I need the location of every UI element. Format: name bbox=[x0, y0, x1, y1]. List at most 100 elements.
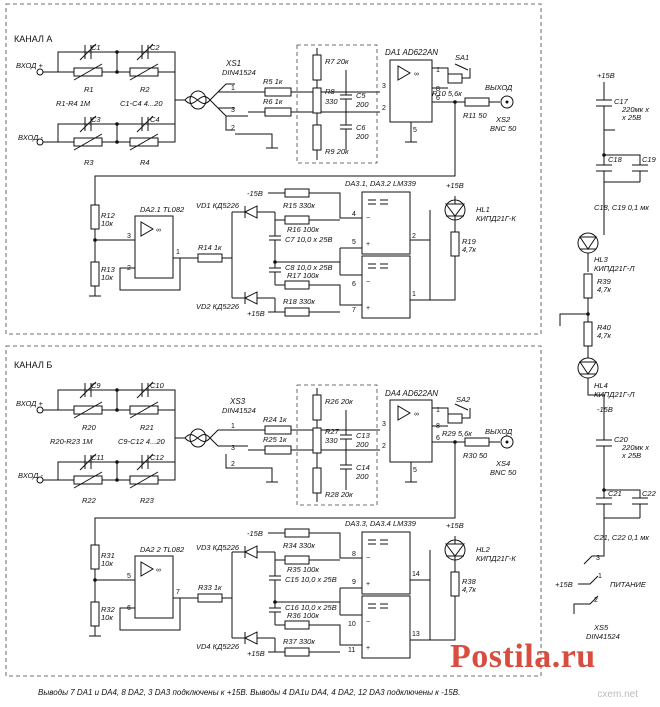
r-group-b-label: R20-R23 1M bbox=[50, 437, 93, 446]
plus15-a-label: +15В bbox=[247, 309, 265, 318]
svg-text:1: 1 bbox=[412, 291, 416, 298]
resistor-r33 bbox=[197, 593, 223, 603]
r31-value: 10к bbox=[101, 559, 113, 568]
resistor-r12 bbox=[90, 204, 100, 230]
capacitor-c4 bbox=[136, 115, 154, 133]
logo-sub-text: cxem.net bbox=[597, 689, 638, 700]
da3-2-comparator bbox=[361, 255, 411, 319]
da4-amplifier bbox=[389, 399, 433, 463]
resistor-r31 bbox=[90, 544, 100, 570]
resistor-r14 bbox=[197, 253, 223, 263]
c19-label: C19 bbox=[642, 155, 657, 164]
resistor-r5 bbox=[264, 87, 292, 97]
resistor-r35 bbox=[284, 555, 310, 565]
svg-text:2: 2 bbox=[412, 233, 416, 240]
svg-text:3: 3 bbox=[382, 421, 386, 428]
xs5-pin3: 3 bbox=[596, 555, 600, 562]
svg-text:4: 4 bbox=[352, 211, 356, 218]
xs5-label: XS5 bbox=[593, 623, 609, 632]
c9-label: C9 bbox=[91, 381, 101, 390]
svg-text:7: 7 bbox=[176, 589, 180, 596]
xs5-pin1: 1 bbox=[598, 573, 602, 580]
svg-text:−: − bbox=[366, 619, 370, 626]
r14-label: R14 1к bbox=[198, 243, 222, 252]
r4-label: R4 bbox=[140, 158, 150, 167]
power-plus15-top: +15В bbox=[597, 71, 615, 80]
resistor-r34 bbox=[284, 528, 310, 538]
svg-text:1: 1 bbox=[436, 407, 440, 414]
svg-text:3: 3 bbox=[127, 233, 131, 240]
c21-label: C21 bbox=[608, 489, 622, 498]
vd1-label: VD1 КД5226 bbox=[196, 201, 240, 210]
da3-1-comparator bbox=[361, 191, 411, 255]
resistor-r37 bbox=[284, 647, 310, 657]
channel-b-frame bbox=[5, 345, 542, 677]
r40-label: R40 bbox=[597, 323, 612, 332]
pinout-footnote: Выводы 7 DA1 и DA4, 8 DA2, 3 DA3 подключ… bbox=[38, 688, 461, 697]
c12-label: C12 bbox=[150, 453, 165, 462]
r39-value: 4,7к bbox=[597, 285, 611, 294]
resistor-r6 bbox=[264, 107, 292, 117]
svg-text:8: 8 bbox=[436, 86, 440, 93]
svg-text:1: 1 bbox=[231, 85, 235, 92]
r3-label: R3 bbox=[84, 158, 94, 167]
r38-value: 4,7к bbox=[462, 585, 476, 594]
divider-block-b bbox=[296, 384, 378, 506]
r20-label: R20 bbox=[82, 423, 97, 432]
c2-label: C2 bbox=[150, 43, 160, 52]
r27-label: R27 bbox=[325, 427, 340, 436]
da1-label: DA1 AD622AN bbox=[385, 48, 438, 57]
resistor-r18 bbox=[284, 307, 310, 317]
resistor-r16 bbox=[284, 215, 310, 225]
svg-text:10: 10 bbox=[348, 621, 356, 628]
c6-label: C6 bbox=[356, 123, 366, 132]
r18-label: R18 330к bbox=[283, 297, 315, 306]
r34-label: R34 330к bbox=[283, 541, 315, 550]
svg-text:−: − bbox=[366, 215, 370, 222]
resistor-r40 bbox=[583, 321, 593, 347]
r6-label: R6 1к bbox=[263, 97, 283, 106]
r8-value: 330 bbox=[325, 97, 338, 106]
svg-text:6: 6 bbox=[436, 95, 440, 102]
svg-text:7: 7 bbox=[352, 307, 356, 314]
c14-value: 200 bbox=[355, 472, 369, 481]
svg-text:8: 8 bbox=[352, 551, 356, 558]
sa1-label: SA1 bbox=[455, 53, 469, 62]
input-b-plus-label: ВХОД + bbox=[16, 399, 43, 408]
power-supply-label: ПИТАНИЕ bbox=[610, 580, 647, 589]
capacitor-c2 bbox=[136, 43, 154, 61]
resistor-r9 bbox=[312, 124, 322, 151]
svg-text:5: 5 bbox=[352, 239, 356, 246]
r38-label: R38 bbox=[462, 577, 477, 586]
capacitor-c1 bbox=[79, 43, 97, 61]
svg-text:14: 14 bbox=[412, 571, 420, 578]
r31-label: R31 bbox=[101, 551, 115, 560]
hl3-type: КИПД21Г-Л bbox=[594, 264, 635, 273]
channel-b: КАНАЛ Б ВХОД + C9 C10 R20 R21 R20-R23 1M… bbox=[5, 345, 542, 677]
r40-value: 4,7к bbox=[597, 331, 611, 340]
output-b-label: ВЫХОД bbox=[485, 427, 513, 436]
plus15-hl2-label: +15В bbox=[446, 521, 464, 530]
vd3-label: VD3 КД5226 bbox=[196, 543, 240, 552]
r24-label: R24 1к bbox=[263, 415, 287, 424]
svg-text:5: 5 bbox=[413, 127, 417, 134]
led-hl4 bbox=[577, 357, 599, 379]
channel-a-title: КАНАЛ А bbox=[14, 34, 52, 44]
svg-text:∞: ∞ bbox=[414, 71, 419, 78]
r32-label: R32 bbox=[101, 605, 116, 614]
xs5-type: DIN41524 bbox=[586, 632, 620, 641]
input-plus-label: ВХОД + bbox=[16, 61, 43, 70]
svg-text:5: 5 bbox=[127, 573, 131, 580]
divider-block bbox=[296, 44, 378, 164]
bnc-output-xs2 bbox=[500, 95, 514, 109]
hl2-label: HL2 bbox=[476, 545, 491, 554]
hl4-label: HL4 bbox=[594, 381, 608, 390]
svg-text:1: 1 bbox=[436, 67, 440, 74]
svg-text:2: 2 bbox=[382, 443, 386, 450]
resistor-r15 bbox=[284, 188, 310, 198]
c-group-b-label: C9-C12 4...20 bbox=[118, 437, 166, 446]
c20-volt: х 25В bbox=[621, 451, 641, 460]
logo-main-text: Postila.ru bbox=[450, 638, 596, 675]
r19-label: R19 bbox=[462, 237, 477, 246]
r35-label: R35 100к bbox=[287, 565, 319, 574]
